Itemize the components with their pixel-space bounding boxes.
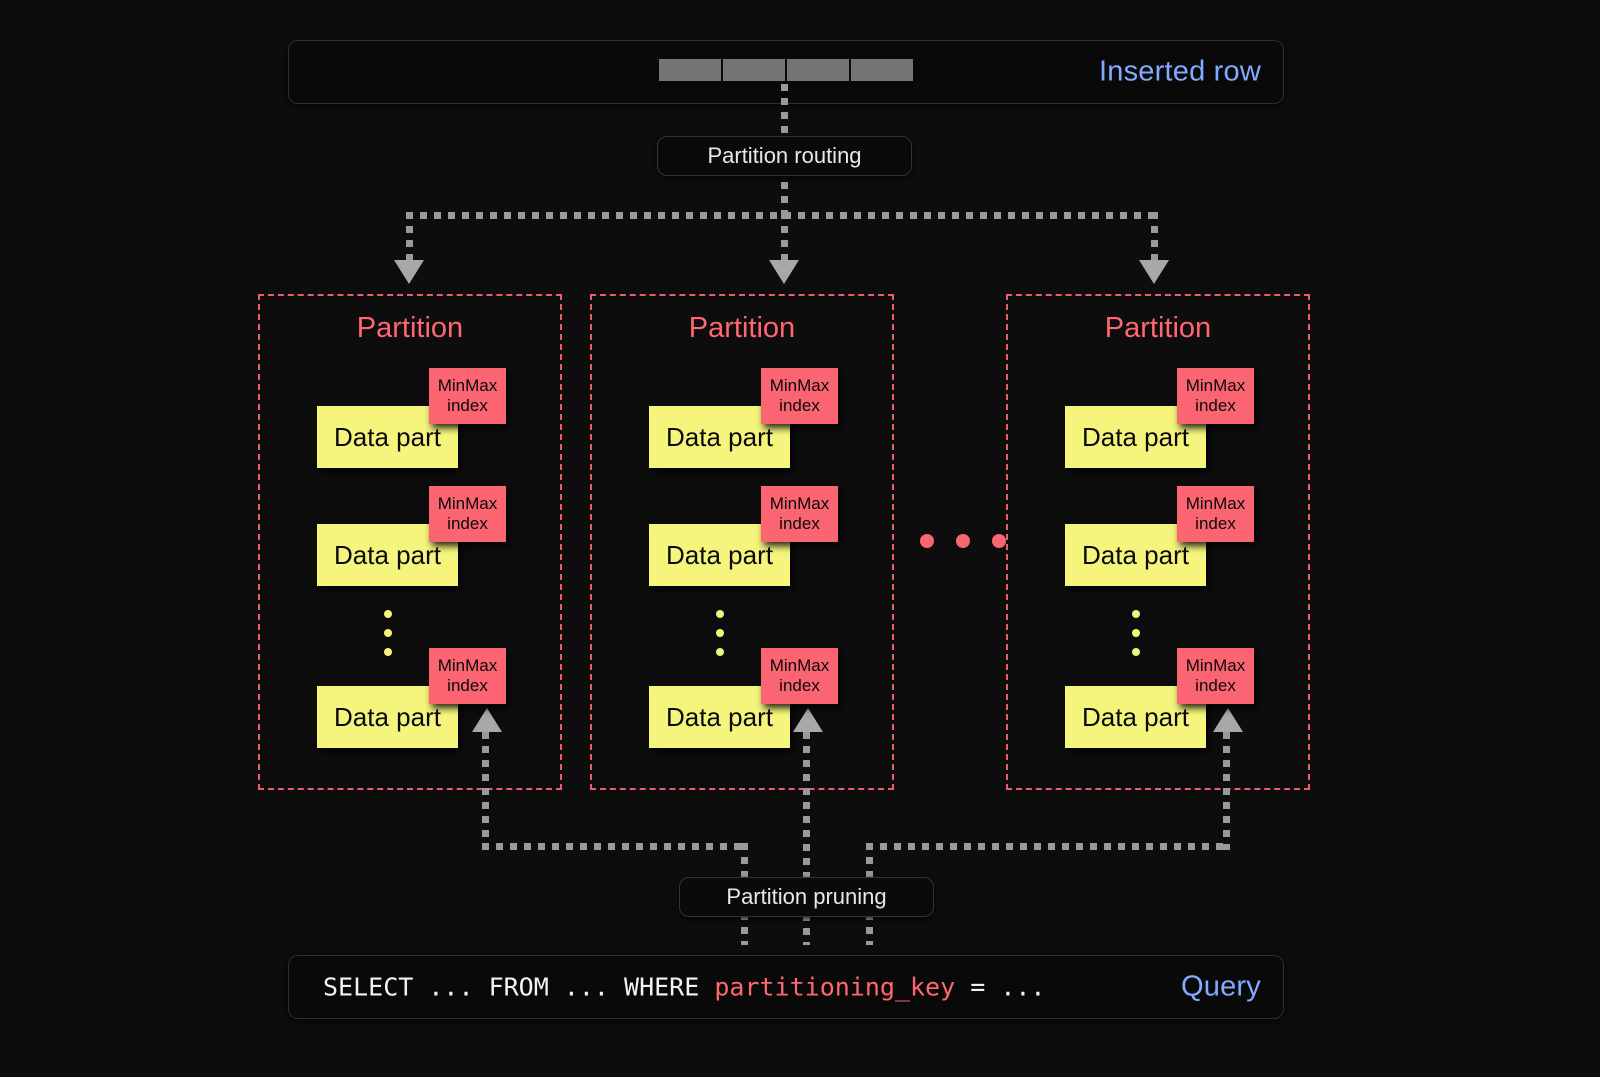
ellipsis-dot bbox=[1132, 629, 1140, 637]
pruning-bus-left bbox=[482, 843, 748, 850]
inserted-row-label: Inserted row bbox=[1099, 55, 1261, 88]
partition-routing-label: Partition routing bbox=[657, 136, 912, 176]
ellipsis-dot bbox=[920, 534, 934, 548]
routing-arrow-middle-icon bbox=[769, 260, 799, 284]
routing-branch-right bbox=[1151, 212, 1158, 262]
pruning-arrow-left-icon bbox=[472, 708, 502, 732]
data-part-box: Data part bbox=[1065, 406, 1206, 468]
routing-branch-middle bbox=[781, 212, 788, 262]
ellipsis-dot bbox=[1132, 648, 1140, 656]
partition-title: Partition bbox=[688, 312, 796, 344]
pruning-arrow-middle-icon bbox=[793, 708, 823, 732]
ellipsis-dot bbox=[384, 610, 392, 618]
data-part-ellipsis bbox=[1132, 610, 1140, 656]
ellipsis-dot bbox=[384, 648, 392, 656]
query-partitioning-key: partitioning_key bbox=[714, 972, 956, 1002]
pruning-leg-middle-vertical bbox=[803, 732, 810, 945]
partition-pruning-label: Partition pruning bbox=[679, 877, 934, 917]
query-bar: SELECT ... FROM ... WHERE partitioning_k… bbox=[288, 955, 1284, 1019]
routing-branch-left bbox=[406, 212, 413, 262]
ellipsis-dot bbox=[384, 629, 392, 637]
partition-title: Partition bbox=[1104, 312, 1212, 344]
row-cell bbox=[787, 59, 849, 81]
partition-ellipsis bbox=[920, 534, 1006, 548]
inserted-row-bar: Inserted row bbox=[288, 40, 1284, 104]
ellipsis-dot bbox=[716, 610, 724, 618]
row-cell bbox=[851, 59, 913, 81]
pruning-leg-left-vertical bbox=[482, 732, 489, 850]
query-sql-text: SELECT ... FROM ... WHERE partitioning_k… bbox=[323, 973, 1045, 1002]
pruning-bus-right bbox=[866, 843, 1230, 850]
data-part-ellipsis bbox=[716, 610, 724, 656]
query-prefix: SELECT ... FROM ... WHERE bbox=[323, 972, 715, 1002]
row-cell bbox=[659, 59, 721, 81]
inserted-row-cells bbox=[659, 59, 913, 81]
row-cell bbox=[723, 59, 785, 81]
ellipsis-dot bbox=[716, 629, 724, 637]
ellipsis-dot bbox=[716, 648, 724, 656]
query-suffix: = ... bbox=[955, 972, 1046, 1002]
ellipsis-dot bbox=[956, 534, 970, 548]
query-label: Query bbox=[1181, 970, 1261, 1003]
routing-arrow-right-icon bbox=[1139, 260, 1169, 284]
pruning-arrow-right-icon bbox=[1213, 708, 1243, 732]
partition-title: Partition bbox=[356, 312, 464, 344]
data-part-ellipsis bbox=[384, 610, 392, 656]
routing-arrow-left-icon bbox=[394, 260, 424, 284]
ellipsis-dot bbox=[1132, 610, 1140, 618]
ellipsis-dot bbox=[992, 534, 1006, 548]
pruning-leg-right-vertical bbox=[1223, 732, 1230, 850]
